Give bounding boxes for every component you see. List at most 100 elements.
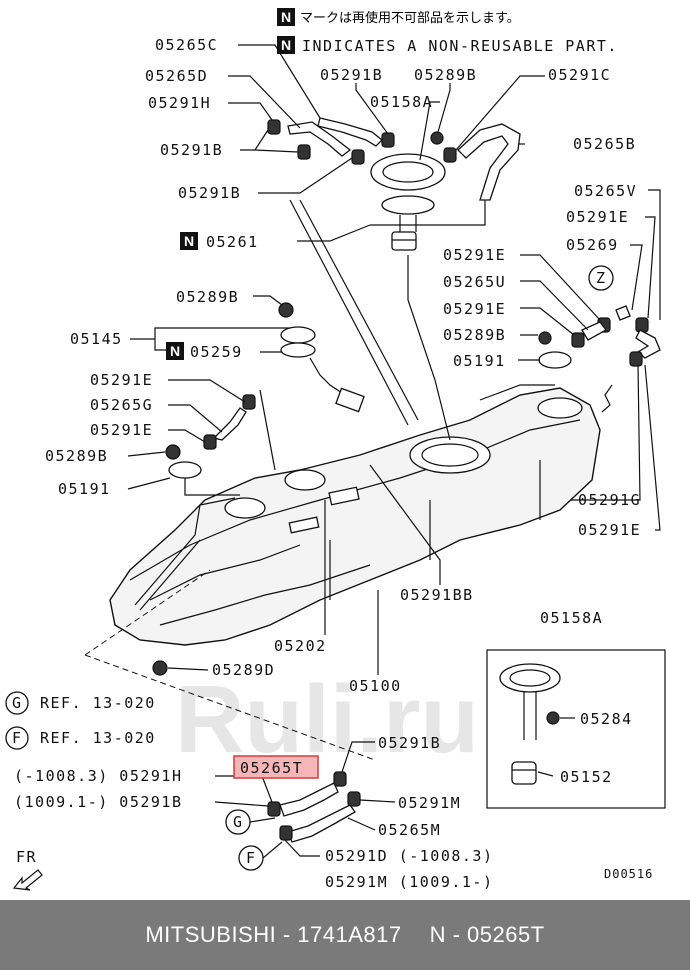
label-05265b: 05265B <box>573 135 636 153</box>
label-05265d: 05265D <box>145 67 208 85</box>
z-circle <box>588 265 614 291</box>
cap-05191-left <box>168 461 202 479</box>
diagram-code: D00516 <box>604 867 653 881</box>
label-05291b-b: 05291B <box>178 184 241 202</box>
n-mark-05261: N <box>184 233 194 249</box>
clamp-05291e-mid2 <box>571 332 585 348</box>
label-05291e-left2: 05291E <box>90 421 153 439</box>
label-05291bb: 05291BB <box>400 586 474 604</box>
nut-05289d <box>152 660 168 676</box>
sender-plate-05145 <box>280 326 316 344</box>
f-circle-bot <box>238 845 264 871</box>
n-mark-box-05261 <box>180 232 198 250</box>
clamp-05291b-a <box>297 144 311 160</box>
label-05289b-left: 05289B <box>176 288 239 306</box>
label-05269: 05269 <box>566 236 619 254</box>
f-mark-bot: F <box>246 849 257 867</box>
n-mark-box-2 <box>277 36 295 54</box>
hose-05265d <box>287 121 352 157</box>
n-mark-box <box>277 8 295 26</box>
label-fr: FR <box>16 848 37 866</box>
clamp-05291d <box>279 825 293 841</box>
cap-05191-mid <box>538 351 572 369</box>
hose-05265g <box>212 407 247 441</box>
hose-05265m <box>287 804 356 843</box>
clamp-05291e-left <box>242 394 256 410</box>
label-05261: 05261 <box>206 233 259 251</box>
n-mark-box-05259 <box>166 342 184 360</box>
label-05158a-inset: 05158A <box>540 609 603 627</box>
nut-05289b-left2 <box>165 444 181 460</box>
label-05259: 05259 <box>190 343 243 361</box>
label-ref-f: REF. 13-020 <box>40 729 156 747</box>
label-05291e-r1: 05291E <box>566 208 629 226</box>
hose-05265c <box>317 117 383 147</box>
nut-05289b-top <box>430 131 444 145</box>
clamp-05291g <box>629 351 643 367</box>
n-mark: N <box>281 9 291 25</box>
footer-brand: MITSUBISHI - 1741A817 <box>145 922 402 947</box>
label-05284: 05284 <box>580 710 633 728</box>
label-05291h: 05291H <box>148 94 211 112</box>
hose-05265u <box>581 321 607 341</box>
gasket-05259 <box>280 342 316 358</box>
label-05291e-r2: 05291E <box>578 521 641 539</box>
label-05191-left: 05191 <box>58 480 111 498</box>
inset-05158a <box>486 649 666 809</box>
label-05265t: 05265T <box>240 759 303 777</box>
clamp-05291h <box>267 119 281 135</box>
footer-bar: MITSUBISHI - 1741A817 N - 05265T <box>0 900 690 970</box>
label-05291e-left: 05291E <box>90 371 153 389</box>
fuel-pump-module-top <box>370 153 446 251</box>
z-mark: Z <box>596 269 607 287</box>
label-05289b-mid: 05289B <box>443 326 506 344</box>
g-mark-bot: G <box>233 813 244 831</box>
clamp-05291e-left2 <box>203 434 217 450</box>
label-05291b-top: 05291B <box>320 66 383 84</box>
g-mark-ref: G <box>12 694 23 712</box>
label-05265u: 05265U <box>443 273 506 291</box>
label-05145: 05145 <box>70 330 123 348</box>
label-05289b-left2: 05289B <box>45 447 108 465</box>
parts-diagram: Ruli.ru N マークは再使用不可部品を示します。 N INDICATES … <box>5 8 666 891</box>
note-jp: マークは再使用不可部品を示します。 <box>300 10 520 26</box>
nut-05289b-mid <box>538 331 552 345</box>
clamp-05291h-bot <box>267 801 281 817</box>
label-05291c: 05291C <box>548 66 611 84</box>
clamp-05291e-r1 <box>635 317 649 333</box>
label-ref-g: REF. 13-020 <box>40 694 156 712</box>
hose-05265b <box>457 123 521 201</box>
label-05265g: 05265G <box>90 396 153 414</box>
clamp-05291m-a <box>347 791 361 807</box>
label-05291m-a: 05291M <box>398 794 461 812</box>
label-05202: 05202 <box>274 637 327 655</box>
watermark: Ruli.ru <box>175 666 479 773</box>
label-05291h-bot: (-1008.3) 05291H <box>14 767 183 785</box>
label-05100: 05100 <box>349 677 402 695</box>
clamp-05291b-b <box>351 149 365 165</box>
label-05291e-mid2: 05291E <box>443 300 506 318</box>
label-05291e-mid: 05291E <box>443 246 506 264</box>
arrow-fr-icon <box>12 869 43 891</box>
f-circle-ref <box>5 726 29 750</box>
g-circle-ref <box>5 691 29 715</box>
footer-part: N - 05265T <box>429 922 545 947</box>
note-en: INDICATES A NON-REUSABLE PART. <box>302 37 618 55</box>
hose-05265t <box>279 782 339 817</box>
label-05152: 05152 <box>560 768 613 786</box>
clamp-05291b-bot <box>333 771 347 787</box>
label-05265v: 05265V <box>574 182 637 200</box>
n-mark-05259: N <box>170 343 180 359</box>
label-05291g: 05291G <box>578 491 641 509</box>
label-05158a: 05158A <box>370 93 433 111</box>
fuel-tank <box>109 384 601 646</box>
label-05289d: 05289D <box>212 661 275 679</box>
label-05291m-b: 05291M (1009.1-) <box>325 873 494 891</box>
nut-05289b-left <box>278 302 294 318</box>
f-mark-ref: F <box>12 729 23 747</box>
label-05289b-top: 05289B <box>414 66 477 84</box>
label-05265m: 05265M <box>378 821 441 839</box>
label-05291b-bot2: (1009.1-) 05291B <box>14 793 183 811</box>
label-05291b-bot: 05291B <box>378 734 441 752</box>
clamp-05291c <box>443 147 457 163</box>
